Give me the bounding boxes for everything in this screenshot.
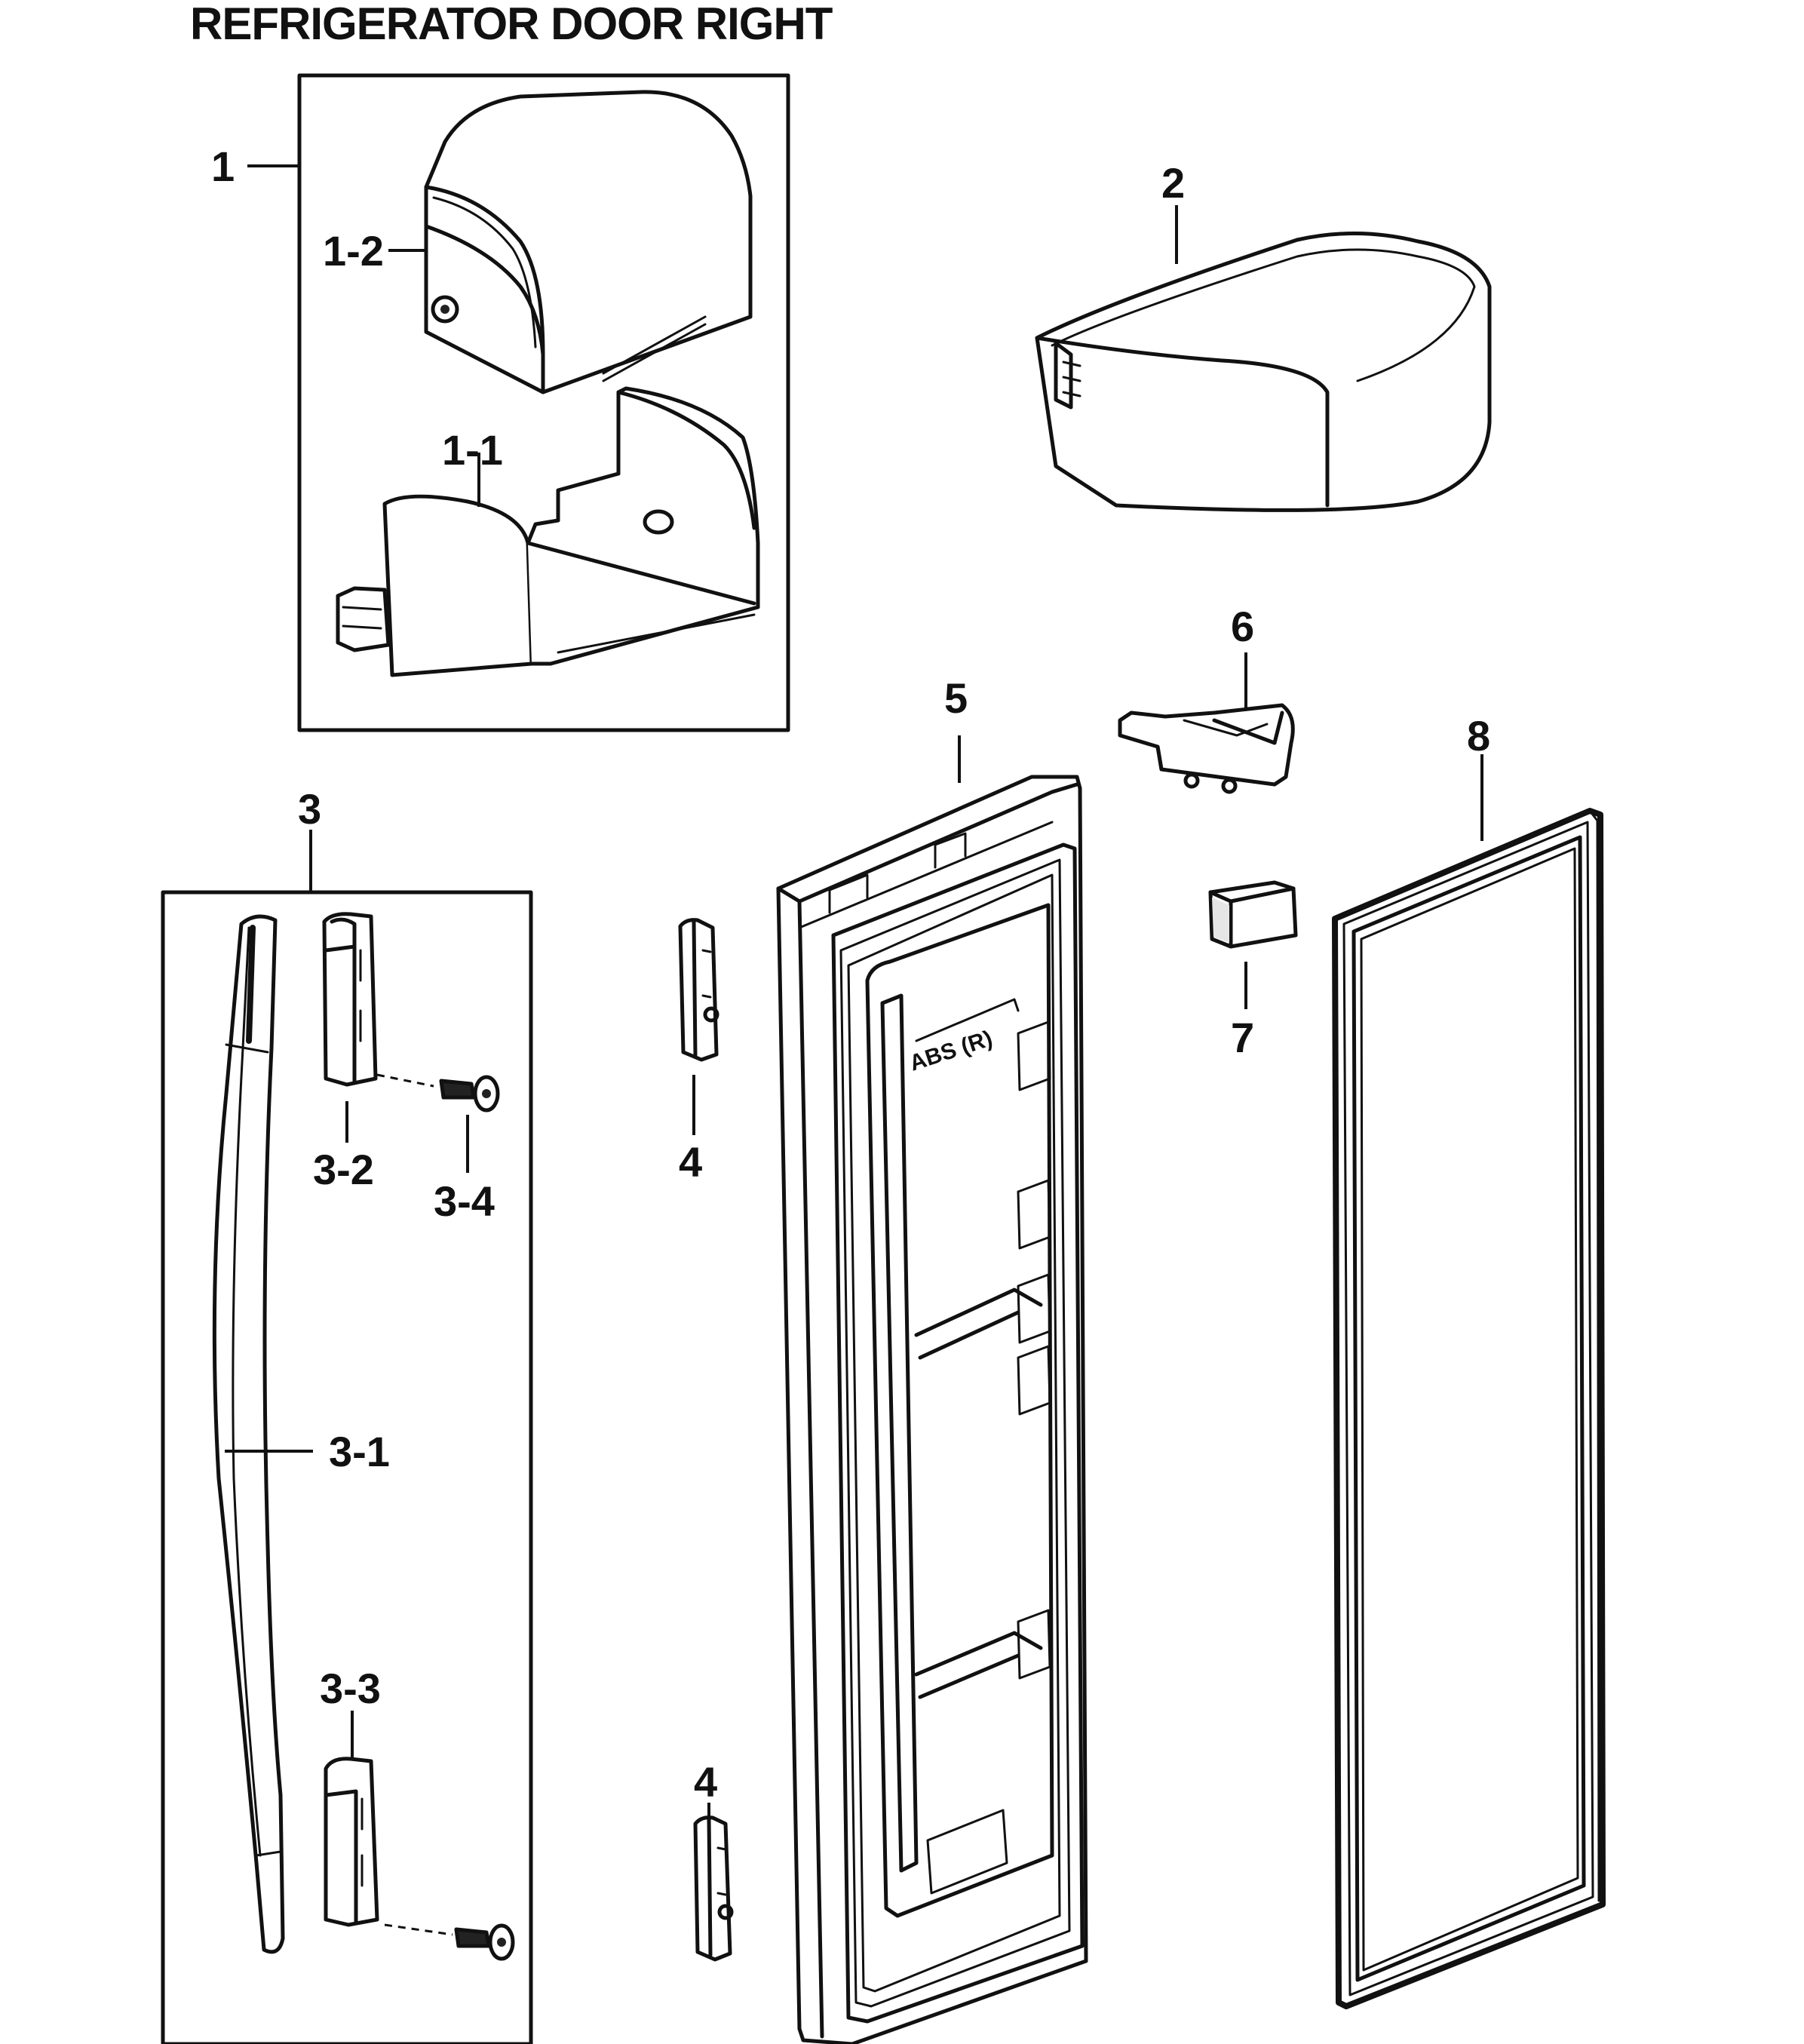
- part-6-guide: [1118, 703, 1295, 794]
- callout-3-3: 3-3: [320, 1665, 381, 1712]
- part-5-door-panel: ABS (R): [776, 775, 1088, 2044]
- callout-1-1: 1-1: [442, 426, 503, 474]
- part-3-1-handle: [212, 914, 285, 1954]
- part-1-2-cover: [424, 90, 753, 394]
- part-1-assembly-box: [297, 73, 790, 732]
- callout-5: 5: [944, 674, 968, 722]
- part-4-lower-cap: [693, 1815, 734, 1962]
- callout-2: 2: [1161, 159, 1185, 207]
- callout-3-1: 3-1: [329, 1428, 390, 1475]
- callout-4-upper: 4: [679, 1138, 702, 1186]
- part-3-2-upper-bracket: [322, 912, 378, 1087]
- part-3-4-upper-screw: [376, 1073, 500, 1113]
- part-1-1-holder: [336, 386, 760, 677]
- lower-handle-screw: [384, 1923, 515, 1961]
- part-3-3-lower-bracket: [324, 1757, 379, 1927]
- part-3-assembly-box: [161, 890, 533, 2044]
- callout-7: 7: [1231, 1014, 1254, 1061]
- callout-6: 6: [1231, 603, 1254, 650]
- callout-1-2: 1-2: [323, 227, 384, 275]
- part-8-door-gasket: [1332, 808, 1606, 2009]
- callout-1: 1: [211, 143, 235, 190]
- part-4-upper-cap: [678, 918, 719, 1062]
- callout-3: 3: [298, 785, 321, 833]
- diagram-title: REFRIGERATOR DOOR RIGHT: [190, 0, 833, 49]
- part-2-door-bin: [1035, 231, 1492, 512]
- callout-8: 8: [1467, 712, 1490, 760]
- callout-3-2: 3-2: [313, 1146, 374, 1193]
- part-7-block: [1208, 880, 1298, 949]
- callout-4-lower: 4: [694, 1758, 717, 1806]
- callout-3-4: 3-4: [434, 1177, 495, 1225]
